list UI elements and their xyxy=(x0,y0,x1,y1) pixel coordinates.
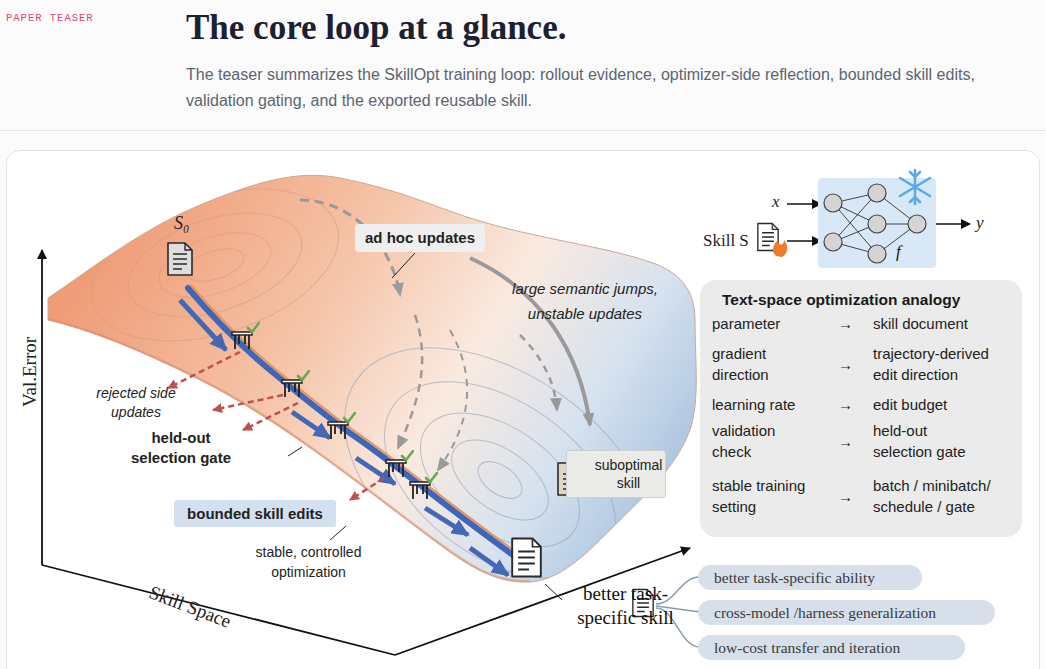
dashed-arrow xyxy=(438,330,467,470)
table-cell: edit budget xyxy=(873,394,1013,415)
axis-line xyxy=(41,250,43,565)
output-arrow xyxy=(936,223,970,224)
variable-label: x xyxy=(772,192,780,212)
dashed-arrow xyxy=(520,335,557,410)
table-cell: learning rate xyxy=(712,394,822,415)
table-cell: trajectory-derived edit direction xyxy=(873,343,1008,385)
step-arrow xyxy=(425,508,468,535)
gate-icon xyxy=(386,451,413,477)
leader-line xyxy=(288,447,302,456)
gate-icon xyxy=(410,473,437,499)
rejected-arrow xyxy=(213,395,283,410)
result-label: better task-specific skill xyxy=(556,582,695,630)
node-text: ad hoc updates xyxy=(355,224,485,252)
contour xyxy=(438,424,563,536)
input-arrow xyxy=(787,203,821,204)
input-arrow xyxy=(787,240,821,241)
table-cell: gradient direction xyxy=(712,343,812,385)
annotation: rejected side updates xyxy=(90,384,182,422)
initial-skill-icon xyxy=(168,243,192,275)
leader-line xyxy=(330,526,346,540)
surface-edge xyxy=(48,320,530,582)
contour-lines xyxy=(48,161,704,667)
page-title: The core loop at a glance. xyxy=(186,8,566,48)
loss-surface xyxy=(48,175,696,582)
step-arrow xyxy=(292,412,330,438)
step-arrow xyxy=(180,300,226,350)
table-arrow: → xyxy=(838,486,853,507)
node-text: Text-space optimization analogy xyxy=(722,289,1022,311)
table-cell: parameter xyxy=(712,313,822,334)
better-skill-icon xyxy=(512,538,541,576)
variable-label: y xyxy=(976,213,984,233)
contour xyxy=(471,454,528,506)
page-caption: The teaser summarizes the SkillOpt train… xyxy=(186,62,976,114)
contour xyxy=(72,161,357,369)
divider-line xyxy=(0,130,1046,131)
annotation: large semantic jumps, unstable updates xyxy=(495,276,675,326)
skill-symbol: S₀ xyxy=(174,213,189,234)
node-text: bounded skill edits xyxy=(174,500,336,527)
step-arrow xyxy=(470,548,508,575)
leader-line xyxy=(545,584,562,600)
table-cell: held-out selection gate xyxy=(873,420,983,462)
skill-box: suboptimal skill xyxy=(566,450,666,498)
gate-icon xyxy=(232,323,259,349)
contour xyxy=(296,294,703,667)
rejected-arrow xyxy=(243,403,298,430)
table-cell: skill document xyxy=(873,313,1013,334)
node-text: f xyxy=(896,242,901,262)
callout-box: ad hoc updates xyxy=(355,224,485,252)
table-arrow: → xyxy=(838,394,853,415)
node-text: cross-model /harness generalization xyxy=(714,600,995,625)
dashed-arrow xyxy=(398,315,422,448)
node-text: low-cost transfer and iteration xyxy=(714,635,965,660)
table-arrow: → xyxy=(838,431,853,452)
table-cell: batch / minibatch/ schedule / gate xyxy=(873,475,1013,517)
network-box: f xyxy=(818,178,936,268)
variable-label: Skill S xyxy=(703,231,749,251)
step-arrows xyxy=(180,300,508,575)
benefit-pill: low-cost transfer and iteration xyxy=(698,635,965,660)
axis-label: Val.Error xyxy=(19,322,41,422)
callout-box: bounded skill edits xyxy=(174,500,336,527)
table-arrow: → xyxy=(838,354,853,375)
gate-icon xyxy=(328,413,355,439)
node-text: suboptimal skill xyxy=(594,456,663,492)
rejected-arrows xyxy=(168,352,384,500)
annotation: held-out selection gate xyxy=(120,428,242,468)
rejected-arrow xyxy=(168,352,240,388)
table-cell: stable training setting xyxy=(712,475,812,517)
annotation: stable, controlled optimization xyxy=(236,542,381,582)
gate-icon xyxy=(282,371,309,397)
table-arrow: → xyxy=(838,313,853,334)
flame-icon xyxy=(773,240,787,257)
leader-line xyxy=(392,253,415,278)
benefit-pill: better task-specific ability xyxy=(698,565,922,590)
rejected-arrow xyxy=(350,478,384,500)
node-text: better task-specific ability xyxy=(714,565,922,590)
section-tag: PAPER TEASER xyxy=(6,12,94,24)
table-cell: validation check xyxy=(712,420,792,462)
benefit-pill: cross-model /harness generalization xyxy=(698,600,995,625)
